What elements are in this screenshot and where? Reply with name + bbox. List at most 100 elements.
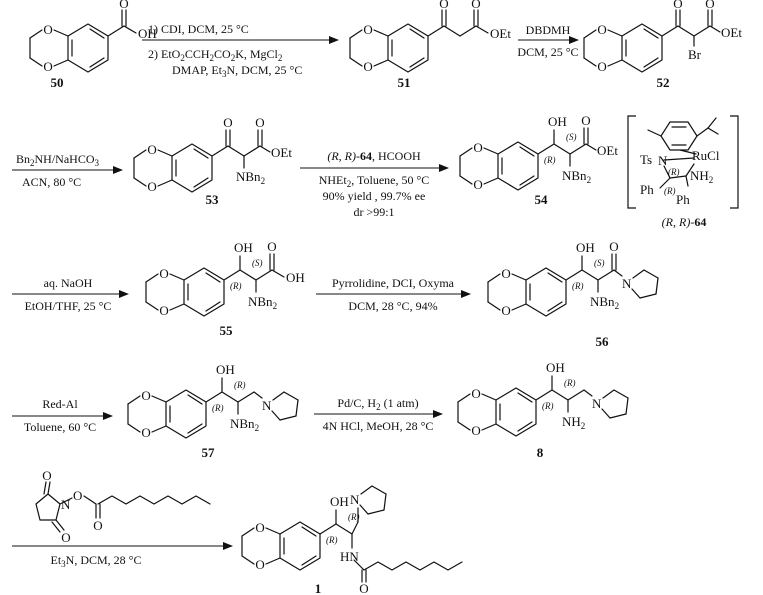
svg-text:Bn2NH/NaHCO3: Bn2NH/NaHCO3	[16, 152, 100, 168]
svg-text:(R): (R)	[212, 403, 224, 413]
svg-text:RuCl: RuCl	[692, 148, 720, 163]
compound-label-8: 8	[537, 445, 544, 460]
svg-text:(R): (R)	[542, 401, 554, 411]
compound-label-51: 51	[398, 75, 411, 90]
svg-text:NBn2: NBn2	[590, 294, 619, 311]
compound-57: OH N (R) (R) NBn2 57	[127, 362, 299, 460]
reaction-step-3: Bn2NH/NaHCO3 ACN, 80 °C	[12, 152, 123, 189]
svg-text:OH: OH	[576, 240, 595, 255]
svg-text:Ph: Ph	[676, 192, 690, 207]
svg-text:N: N	[350, 492, 360, 507]
compound-label-52: 52	[657, 75, 670, 90]
reagent-nhs-ester: O O N O O	[35, 468, 211, 545]
svg-text:NBn2: NBn2	[562, 168, 591, 185]
svg-text:(S): (S)	[594, 258, 605, 268]
svg-text:2) EtO2CCH2CO2K, MgCl2: 2) EtO2CCH2CO2K, MgCl2	[148, 47, 282, 63]
atom-o: O	[119, 0, 128, 11]
compound-54: OH O OEt (R) (S) NBn2 54	[459, 113, 618, 207]
reaction-step-5: aq. NaOH EtOH/THF, 25 °C	[12, 276, 129, 313]
svg-text:(R): (R)	[668, 167, 680, 177]
compound-53: O O OEt NBn2 53	[133, 115, 292, 207]
svg-text:O: O	[223, 115, 232, 130]
svg-text:N: N	[592, 396, 602, 411]
svg-text:Ts: Ts	[640, 152, 652, 167]
reaction-step-2: DBDMH DCM, 25 °C	[517, 23, 579, 59]
svg-text:O: O	[705, 0, 714, 11]
svg-text:(S): (S)	[252, 258, 263, 268]
svg-text:N: N	[61, 497, 71, 512]
svg-text:OH: OH	[216, 362, 235, 377]
svg-text:dr >99:1: dr >99:1	[353, 205, 394, 219]
svg-text:O: O	[439, 0, 448, 11]
compound-56: OH O N (R) (S) NBn2 56	[487, 239, 659, 349]
svg-text:OH: OH	[548, 114, 567, 129]
svg-text:OEt: OEt	[597, 143, 618, 158]
compound-label-50: 50	[51, 75, 64, 90]
svg-text:O: O	[93, 518, 102, 533]
atom-oh: OH	[138, 26, 157, 41]
svg-text:OEt: OEt	[721, 25, 742, 40]
svg-text:Pd/C, H2 (1 atm): Pd/C, H2 (1 atm)	[337, 396, 418, 412]
svg-text:Red-Al: Red-Al	[42, 397, 78, 411]
reaction-step-8: Pd/C, H2 (1 atm) 4N HCl, MeOH, 28 °C	[314, 396, 443, 433]
compound-label-53: 53	[206, 192, 220, 207]
svg-text:(R): (R)	[348, 512, 360, 522]
svg-text:(R): (R)	[234, 380, 246, 390]
svg-text:90% yield , 99.7% ee: 90% yield , 99.7% ee	[323, 189, 426, 203]
svg-text:aq. NaOH: aq. NaOH	[44, 276, 93, 290]
compound-1: OH N (R) (R) HN O 1	[241, 485, 463, 595]
svg-text:HN: HN	[340, 549, 359, 564]
svg-text:(S): (S)	[566, 132, 577, 142]
svg-text:(R): (R)	[572, 281, 584, 291]
svg-text:O: O	[73, 488, 82, 503]
svg-text:N: N	[262, 398, 272, 413]
svg-text:(R, R)-64, HCOOH: (R, R)-64, HCOOH	[327, 149, 421, 163]
compound-label-57: 57	[202, 445, 216, 460]
reaction-step-7: Red-Al Toluene, 60 °C	[12, 397, 113, 434]
svg-text:OH: OH	[330, 494, 349, 509]
compound-55: OH O OH (R) (S) NBn2 55	[145, 239, 305, 338]
svg-text:O: O	[471, 0, 480, 11]
svg-text:DCM, 28 °C, 94%: DCM, 28 °C, 94%	[348, 299, 437, 313]
compound-label-55: 55	[220, 323, 234, 338]
svg-text:(R): (R)	[326, 535, 338, 545]
svg-text:NBn2: NBn2	[230, 416, 259, 433]
svg-text:N: N	[622, 276, 632, 291]
svg-text:(R): (R)	[230, 281, 242, 291]
svg-text:NBn2: NBn2	[236, 169, 265, 186]
compound-52: O O OEt Br 52	[583, 0, 742, 90]
svg-text:O: O	[42, 468, 51, 483]
svg-text:Toluene, 60 °C: Toluene, 60 °C	[24, 420, 96, 434]
svg-text:(R, R)-64: (R, R)-64	[662, 215, 707, 229]
svg-text:1) CDI, DCM, 25 °C: 1) CDI, DCM, 25 °C	[148, 22, 249, 36]
compound-8: OH N (R) (R) NH2 8	[457, 360, 629, 460]
catalyst-64: Ts N RuCl NH2 Ph Ph (R) (R) (R, R)-64	[627, 115, 739, 229]
compound-label-54: 54	[535, 192, 549, 207]
reaction-step-6: Pyrrolidine, DCI, Oxyma DCM, 28 °C, 94%	[316, 276, 471, 313]
compound-label-56: 56	[596, 334, 610, 349]
svg-text:DMAP, Et3N, DCM, 25 °C: DMAP, Et3N, DCM, 25 °C	[172, 63, 302, 79]
svg-text:O: O	[581, 113, 590, 128]
svg-text:OH: OH	[546, 360, 565, 375]
reaction-step-9: Et3N, DCM, 28 °C	[12, 542, 233, 569]
svg-text:N: N	[658, 153, 668, 168]
svg-text:NHEt2, Toluene, 50 °C: NHEt2, Toluene, 50 °C	[319, 173, 430, 189]
svg-text:DBDMH: DBDMH	[526, 23, 571, 37]
svg-text:OEt: OEt	[271, 145, 292, 160]
svg-text:NBn2: NBn2	[248, 294, 277, 311]
svg-text:O: O	[61, 530, 70, 545]
svg-text:(R): (R)	[664, 186, 676, 196]
svg-text:O: O	[673, 0, 682, 11]
svg-text:O: O	[255, 115, 264, 130]
compound-50: O OH 50	[29, 0, 157, 90]
svg-text:O: O	[359, 581, 368, 595]
svg-text:O: O	[609, 239, 618, 254]
svg-text:OH: OH	[234, 240, 253, 255]
svg-text:ACN, 80 °C: ACN, 80 °C	[22, 175, 81, 189]
svg-text:Et3N, DCM, 28 °C: Et3N, DCM, 28 °C	[51, 553, 142, 569]
svg-text:OH: OH	[286, 270, 305, 285]
reaction-step-1: 1) CDI, DCM, 25 °C 2) EtO2CCH2CO2K, MgCl…	[142, 22, 339, 79]
svg-text:EtOH/THF, 25 °C: EtOH/THF, 25 °C	[25, 299, 112, 313]
compound-label-1: 1	[315, 581, 322, 595]
